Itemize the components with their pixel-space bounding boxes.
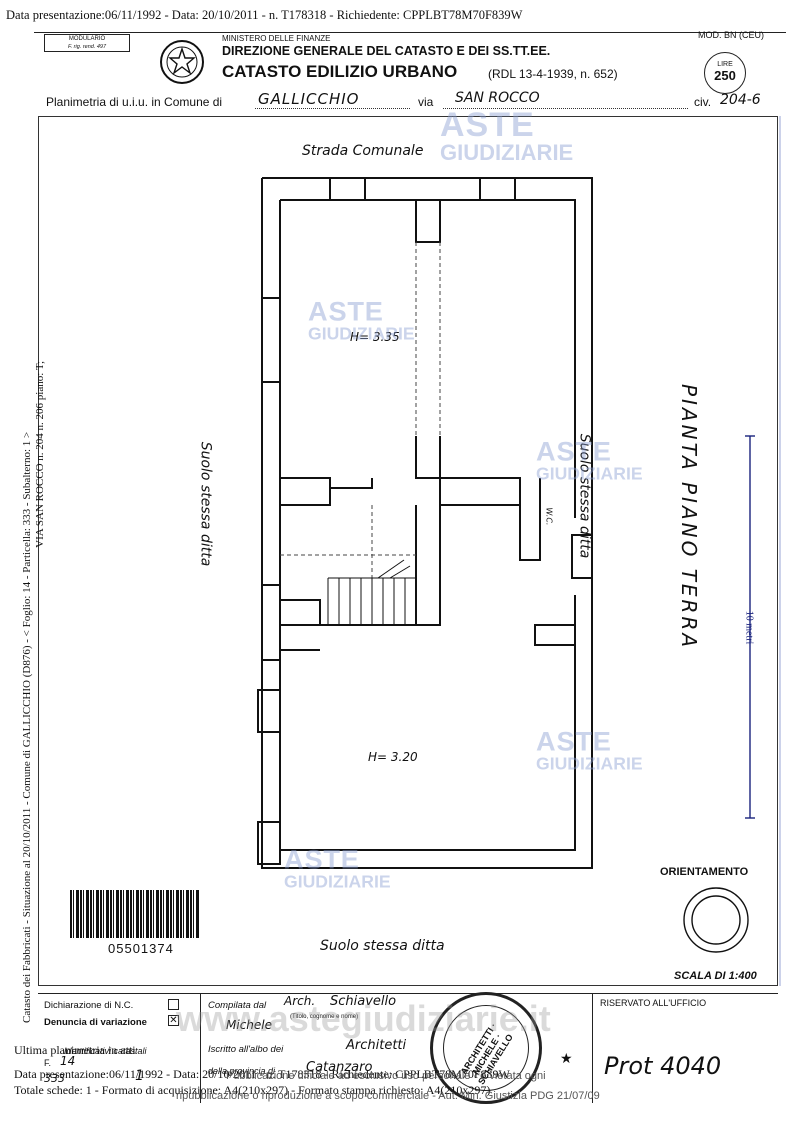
provincia-label: della provincia di [208,1066,276,1076]
frame-top [34,32,786,33]
title-reference: (RDL 13-4-1939, n. 652) [488,67,618,81]
right-door [571,534,593,579]
right-wall-stub [534,624,576,646]
side-text-2: VIA SAN ROCCO n. 204 n. 206 piano: T; [34,361,46,548]
particella-value: 333 [44,1072,65,1085]
lire-stamp: LIRE 250 [704,52,746,94]
planimetria-prefix: Planimetria di u.i.u. in Comune di [46,95,223,109]
star-icon: ★ [560,1050,573,1066]
compiler-surname: Schiavello [330,994,397,1009]
drawing-frame [38,116,778,986]
top-road-label: Strada Comunale [302,143,424,159]
watermark-site: www.astegiudiziarie.it [176,998,551,1039]
comune-underline [255,108,410,109]
compilata-label: Compilata dal [208,1000,267,1011]
compiler-hint: (Titolo, cognome e nome) [290,1014,359,1020]
outer-wall-outer [261,177,593,869]
disclaimer-2: ripubblicazione o riproduzione a scopo c… [176,1090,600,1102]
side-text: Catasto dei Fabbricati - Situazione al 2… [21,431,33,1023]
request-line: Data presentazione:06/11/1992 - Data: 20… [6,8,523,22]
scale-label: SCALA DI 1:400 [674,970,757,982]
compiler-name: Michele [226,1018,272,1032]
footer-divider-2 [592,993,593,1103]
republic-emblem-icon [158,38,206,86]
riservato-label: RISERVATO ALL'UFFICIO [600,998,707,1008]
lire-label: LIRE [717,61,733,68]
comune-value: GALLICCHIO [258,90,360,108]
pillar-top [415,200,441,243]
window-left-lower [257,689,281,733]
directorate: DIREZIONE GENERALE DEL CATASTO E DEI SS.… [222,44,551,58]
via-underline [443,108,688,109]
barcode [70,890,200,938]
compass-icon [683,887,749,953]
lire-value: 250 [714,68,736,83]
footer-top-line [38,993,778,994]
orientation-label: ORIENTAMENTO [660,866,749,878]
footer-divider-1 [200,993,201,1103]
albo-value: Architetti [346,1038,407,1053]
window-left-bottom [257,821,281,865]
totale-line: Totale schede: 1 - Formato di acquisizio… [14,1083,491,1097]
dichiarazione-checkbox[interactable] [168,999,179,1010]
stair-wall-right [415,505,441,626]
wc-label: W.C. [544,507,554,526]
window-top-left [329,177,366,201]
foglio-value: 14 [60,1054,76,1068]
subalterno-value: 1 [135,1068,144,1084]
iscritto-label: Iscritto all'albo dei [208,1044,284,1055]
denuncia-checkbox[interactable]: ✕ [168,1015,179,1026]
mod-code: MOD. BN (CEU) [698,30,764,40]
dichiarazione-label: Dichiarazione di N.C. [44,1000,134,1011]
prot-handwritten: Prot 4040 [604,1052,722,1080]
identificativi-label: Identificativi catastali [64,1046,147,1056]
civ-value: 204-6 [720,92,761,108]
floor-title: PIANTA PIANO TERRA [677,383,702,651]
outer-wall-inner [279,199,576,851]
bottom-land-label: Suolo stessa ditta [320,938,445,954]
foglio-label: F. [44,1058,52,1068]
architect-stamp: ARCHITETTI · MICHELE · SCHIAVELLO [430,992,542,1104]
barcode-number: 05501374 [108,941,174,956]
compiler-title: Arch. [284,994,316,1008]
modulario-sub: F. rig. rend. 497 [67,44,107,50]
disclaimer-1: Pubblicazione ufficiale ad esclusivo uso… [226,1070,546,1082]
height-lower: H= 3.20 [368,750,418,764]
scale-bar-label: 10 metri [743,610,755,645]
left-land-label: Suolo stessa ditta [197,441,214,567]
civ-label: civ. [694,95,712,109]
data-line: Data presentazione:06/11/1992 - Data: 20… [14,1067,510,1081]
height-upper: H= 3.35 [350,330,400,344]
via-label: via [418,95,434,109]
denuncia-label: Denuncia di variazione [44,1017,147,1028]
ministry: MINISTERO DELLE FINANZE [222,34,331,43]
central-wall [415,436,521,506]
modulario-box: MODULARIO F. rig. rend. 497 [44,34,130,52]
window-top-right [479,177,516,201]
document-title: CATASTO EDILIZIO URBANO [222,62,458,81]
provincia-value: Catanzaro [306,1060,373,1075]
via-value: SAN ROCCO [455,90,540,106]
modulario-label: MODULARIO [68,36,106,42]
ultima-label: Ultima planimetria in atti [14,1043,136,1057]
